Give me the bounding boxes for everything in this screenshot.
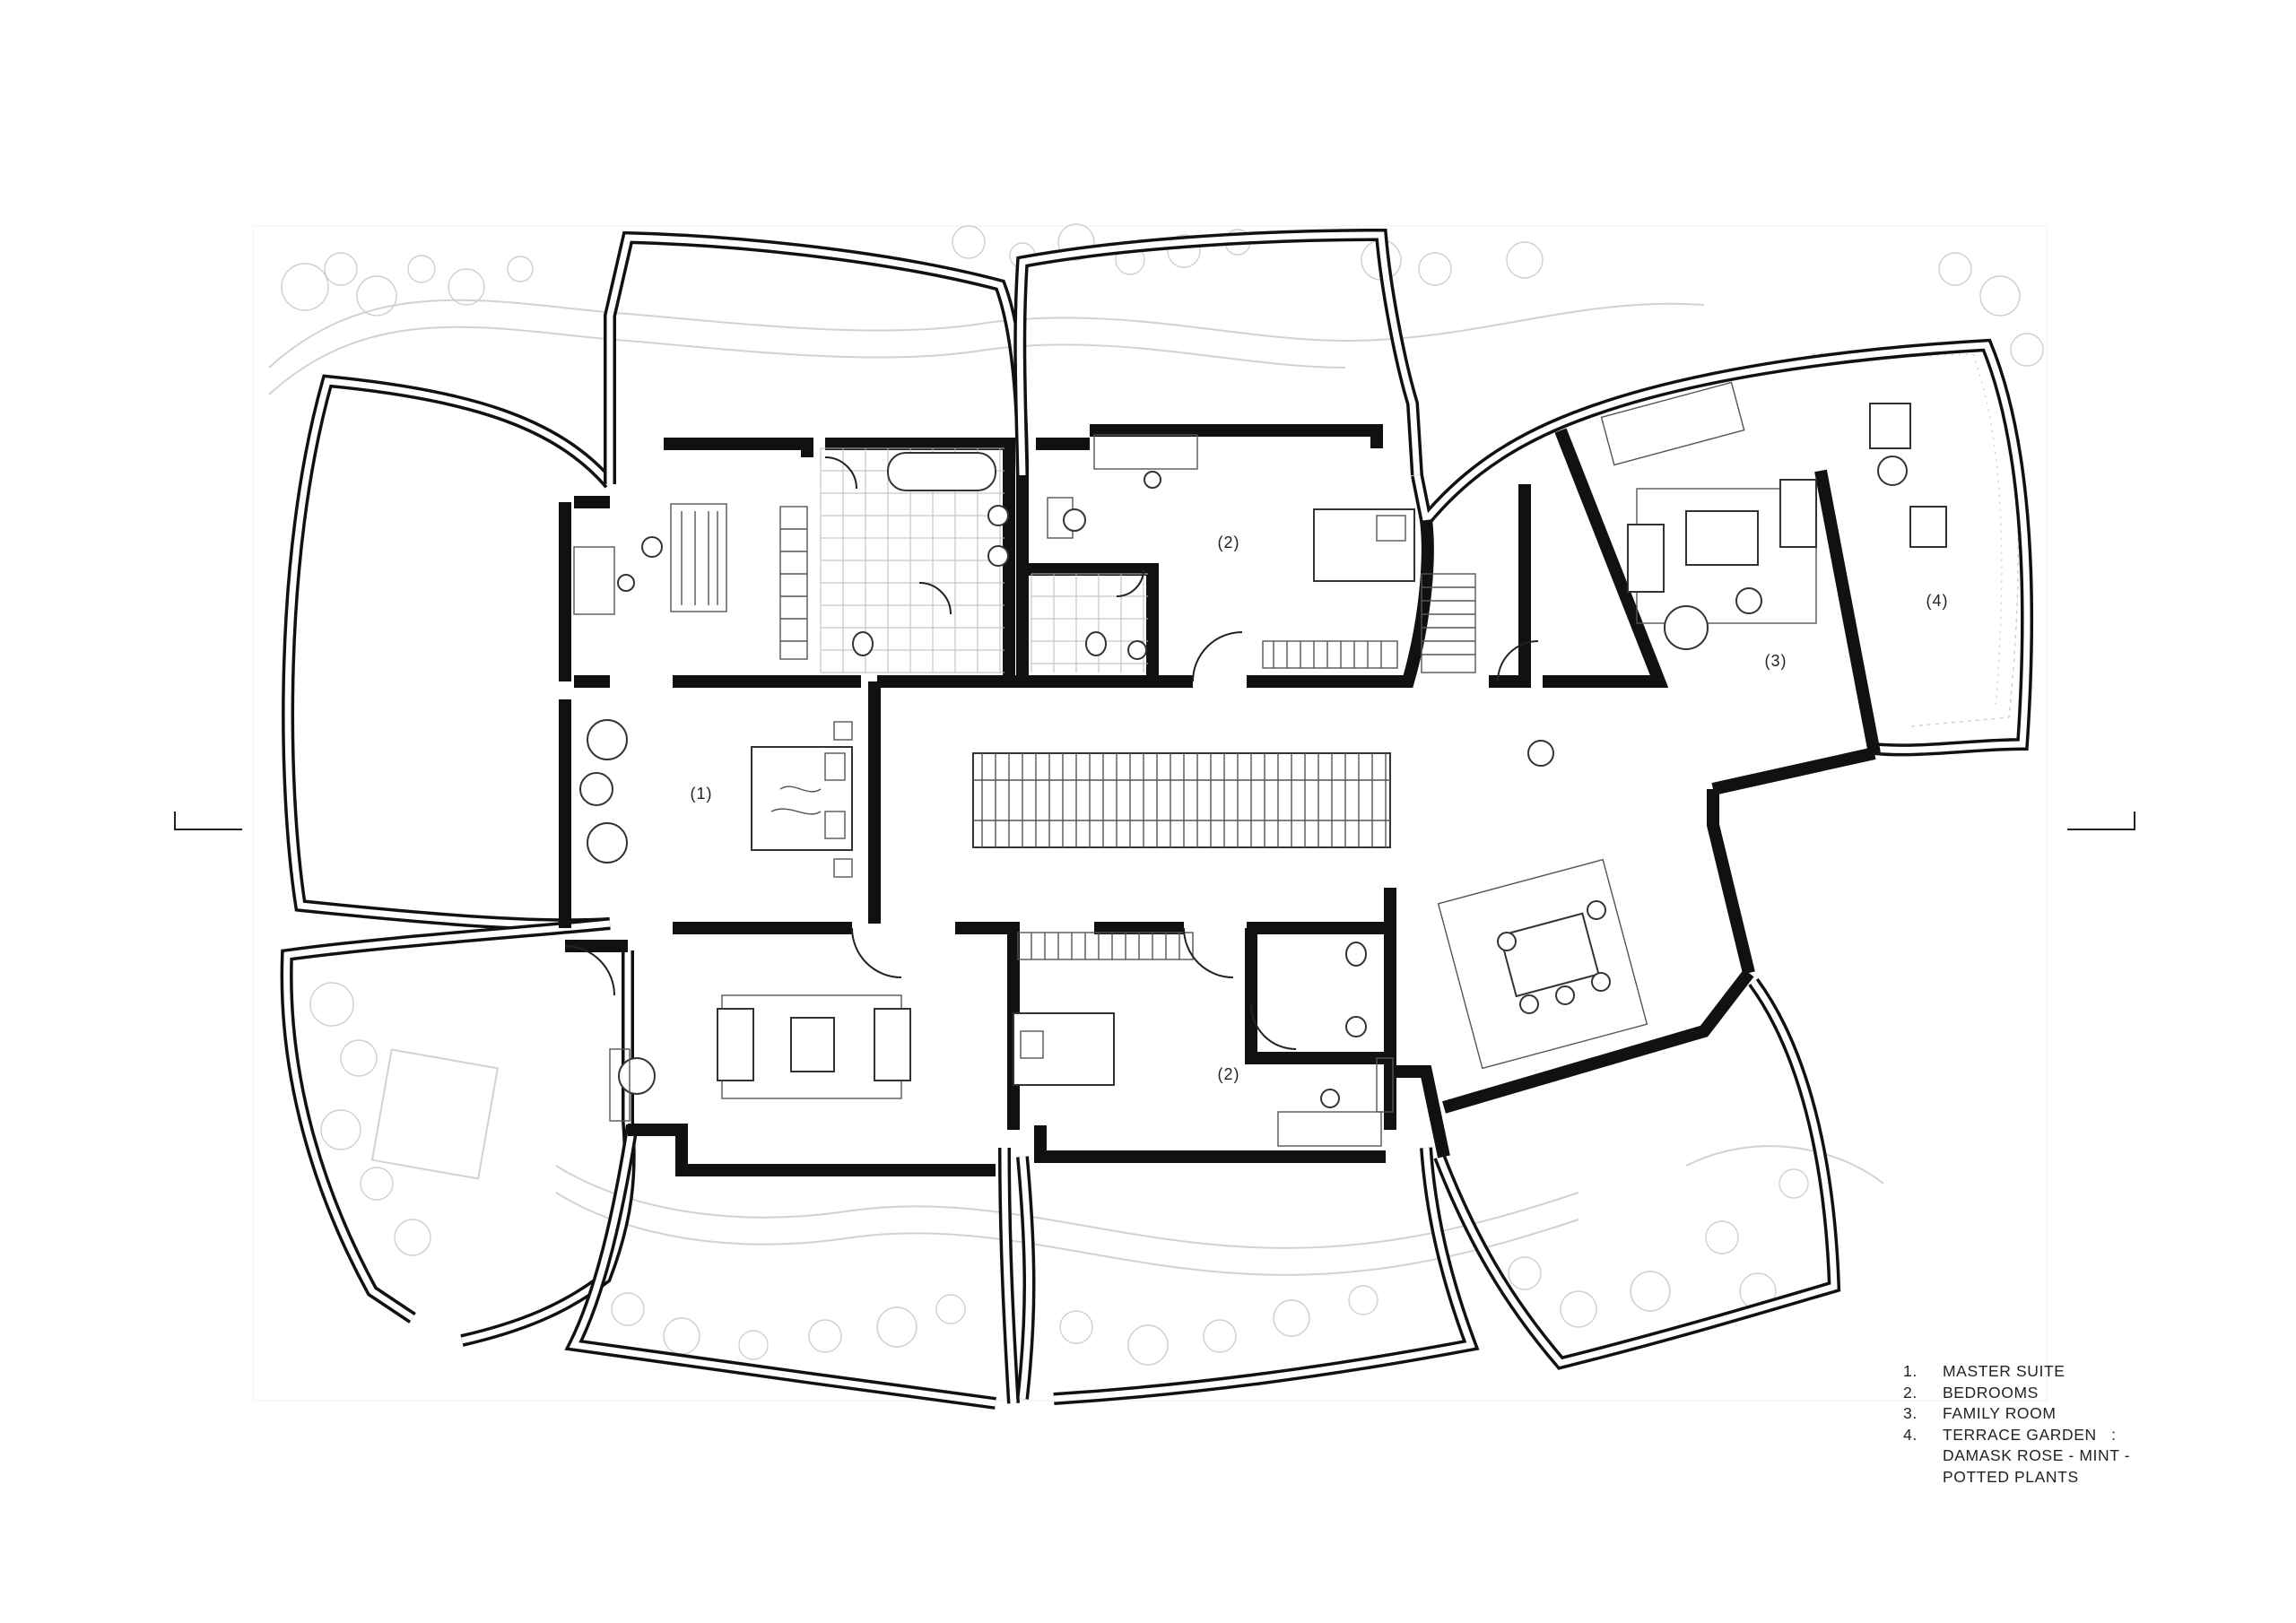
exterior-walls (280, 228, 2034, 1410)
legend-number (1903, 1467, 1943, 1488)
legend-text: POTTED PLANTS (1943, 1467, 2079, 1486)
side-stair (1421, 573, 1476, 673)
room-labels: (1) (2) (2) (3) (4) (691, 534, 1949, 1083)
legend-item: POTTED PLANTS (1903, 1467, 2130, 1488)
legend: 1.MASTER SUITE 2.BEDROOMS 3.FAMILY ROOM … (1903, 1361, 2130, 1488)
legend-text: DAMASK ROSE - MINT - (1943, 1446, 2131, 1464)
legend-item: 3. FAMILY ROOM (1903, 1403, 2130, 1425)
legend-text: TERRACE GARDEN : (1943, 1425, 2117, 1444)
legend-text: FAMILY ROOM (1943, 1404, 2057, 1422)
legend-item: 4. TERRACE GARDEN : (1903, 1425, 2130, 1446)
legend-number: 4. (1903, 1425, 1918, 1444)
room-label-family-room: (3) (1765, 652, 1787, 670)
central-stair (972, 752, 1391, 848)
legend-item: 1. MASTER SUITE (1903, 1361, 2130, 1383)
legend-item: DAMASK ROSE - MINT - (1903, 1445, 2130, 1467)
room-label-bedroom-bottom: (2) (1218, 1065, 1240, 1083)
legend-number: 3. (1903, 1404, 1918, 1422)
legend-number (1903, 1445, 1943, 1467)
room-label-terrace-garden: (4) (1926, 592, 1949, 610)
room-label-bedroom-top: (2) (1218, 534, 1240, 551)
legend-number: 1. (1903, 1362, 1918, 1380)
legend-number: 2. (1903, 1383, 1918, 1402)
legend-item: 2. BEDROOMS (1903, 1383, 2130, 1404)
room-label-master-suite: (1) (691, 785, 713, 803)
door-swings (564, 456, 1539, 1050)
legend-text: BEDROOMS (1943, 1383, 2039, 1402)
section-markers (174, 812, 2135, 830)
interior-walls (559, 424, 1881, 1176)
legend-text: MASTER SUITE (1943, 1362, 2066, 1380)
furniture (370, 381, 1947, 1180)
